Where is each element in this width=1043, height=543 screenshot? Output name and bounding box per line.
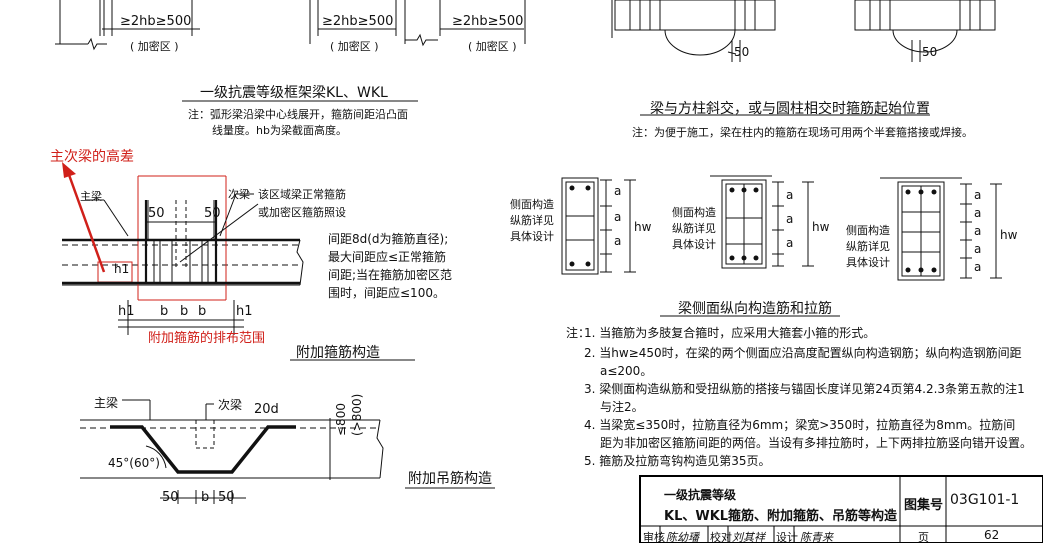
red-annotation-stirrup-range: 附加箍筋的排布范围 xyxy=(148,331,266,346)
section-title: 一级抗震等级框架梁KL、WKL xyxy=(200,85,388,101)
dim-a: a xyxy=(786,236,794,250)
secondary-beam-label: 次梁 xyxy=(228,188,250,201)
side-bar-note: 侧面构造 xyxy=(672,206,716,219)
dim-a: a xyxy=(974,260,982,274)
dense-zone-label: ( 加密区 ) xyxy=(468,40,517,53)
dim-label: 20d xyxy=(254,402,279,417)
main-beam-label: 主梁 xyxy=(94,396,119,410)
dim-label: b xyxy=(201,490,210,505)
dim-a: a xyxy=(786,188,794,202)
dim-label: 50 xyxy=(734,45,750,59)
main-beam-label: 主梁 xyxy=(80,190,102,203)
dim-a: a xyxy=(974,242,982,256)
dim-h1-left: h1 xyxy=(118,304,135,319)
dim-a: a xyxy=(974,188,982,202)
note-text: 注：为便于施工，梁在柱内的箍筋在现场可用两个半套箍搭接或焊接。 xyxy=(632,126,973,139)
note-item: 3. 梁侧面构造纵筋和受扭纵筋的搭接与锚固长度详见第24页第4.2.3条第五款的… xyxy=(584,382,1025,396)
note-text: 线量度。hb为梁截面高度。 xyxy=(212,124,347,137)
section-title: 附加箍筋构造 xyxy=(296,345,380,361)
atlas-label: 图集号 xyxy=(904,498,944,513)
notes-header: 注： xyxy=(566,326,591,340)
dim-label: ≥2hb≥500 xyxy=(452,14,524,29)
review-label: 审核 xyxy=(643,531,665,543)
spacing-note: 围时，间距应≤100。 xyxy=(328,286,445,300)
area-note: 该区域梁正常箍筋 xyxy=(258,188,346,201)
secondary-beam-label: 次梁 xyxy=(218,398,243,412)
side-bar-note: 纵筋详见 xyxy=(510,214,554,227)
h1-mark: h1 xyxy=(114,262,130,276)
dim-label: 50 xyxy=(162,490,179,505)
design-label: 设计 xyxy=(776,531,798,543)
dim-label: 50 xyxy=(148,206,165,221)
dim-label: 50 xyxy=(218,490,235,505)
section-title: 梁与方柱斜交，或与圆柱相交时箍筋起始位置 xyxy=(650,101,930,117)
dim-label: ≥2hb≥500 xyxy=(322,14,394,29)
side-bar-note: 具体设计 xyxy=(672,238,716,251)
dim-a: a xyxy=(614,184,622,198)
review-signature: 陈幼璠 xyxy=(666,531,699,543)
dim-label: 50 xyxy=(922,45,938,59)
check-signature: 刘其祥 xyxy=(732,531,765,543)
title-block-line2: KL、WKL箍筋、附加箍筋、吊筋等构造 xyxy=(664,509,898,524)
side-bar-note: 纵筋详见 xyxy=(672,222,716,235)
side-bar-note: 纵筋详见 xyxy=(846,240,890,253)
dim-a: a xyxy=(614,234,622,248)
note-item: 2. 当hw≥450时，在梁的两个侧面应沿高度配置纵向构造钢筋；纵向构造钢筋间距 xyxy=(584,346,1022,360)
dim-h1-right: h1 xyxy=(236,304,253,319)
section-title: 附加吊筋构造 xyxy=(408,471,492,487)
dim-label: (>800) xyxy=(350,393,364,436)
section-title: 梁侧面纵向构造筋和拉筋 xyxy=(678,301,832,317)
side-bar-note: 具体设计 xyxy=(510,230,554,243)
dim-label: 50 xyxy=(204,206,221,221)
check-label: 校对 xyxy=(710,531,732,543)
dim-hw: hw xyxy=(812,220,830,234)
dim-a: a xyxy=(786,212,794,226)
dim-a: a xyxy=(974,224,982,238)
red-annotation-height-diff: 主次梁的高差 xyxy=(50,149,134,165)
design-signature: 陈青来 xyxy=(800,531,833,543)
dim-b: b xyxy=(180,304,189,319)
spacing-note: 间距8d(d为箍筋直径); xyxy=(328,232,449,246)
dim-a: a xyxy=(974,206,982,220)
dim-hw: hw xyxy=(634,220,652,234)
page-number: 62 xyxy=(984,528,1000,542)
dim-label: ≥2hb≥500 xyxy=(120,14,192,29)
spacing-note: 间距;当在箍筋加密区范 xyxy=(328,268,453,282)
note-item: 距为非加密区箍筋间距的两倍。当设有多排拉筋时，上下两排拉筋竖向错开设置。 xyxy=(600,436,1033,450)
spacing-note: 最大间距应≤正常箍筋 xyxy=(328,250,447,264)
area-note: 或加密区箍筋照设 xyxy=(258,206,346,219)
note-item: 5. 箍筋及拉筋弯钩构造见第35页。 xyxy=(584,454,771,468)
dense-zone-label: ( 加密区 ) xyxy=(130,40,179,53)
dim-b: b xyxy=(160,304,169,319)
note-item: 1. 当箍筋为多肢复合箍时，应采用大箍套小箍的形式。 xyxy=(584,326,876,340)
note-item: a≤200。 xyxy=(600,364,653,378)
atlas-number: 03G101-1 xyxy=(950,492,1020,508)
dim-hw: hw xyxy=(1000,228,1018,242)
dim-label: ≤800 xyxy=(334,403,348,436)
page-label: 页 xyxy=(918,531,929,543)
dim-b: b xyxy=(198,304,207,319)
note-item: 与注2。 xyxy=(600,400,644,414)
note-text: 注：弧形梁沿梁中心线展开，箍筋间距沿凸面 xyxy=(188,108,408,121)
note-item: 4. 当梁宽≤350时，拉筋直径为6mm；梁宽>350时，拉筋直径为8mm。拉筋… xyxy=(584,418,1016,432)
side-bar-note: 侧面构造 xyxy=(510,198,554,211)
side-bar-note: 侧面构造 xyxy=(846,224,890,237)
side-bar-note: 具体设计 xyxy=(846,256,890,269)
angle-label: 45°(60°) xyxy=(108,456,160,470)
dense-zone-label: ( 加密区 ) xyxy=(330,40,379,53)
dim-a: a xyxy=(614,210,622,224)
title-block-line1: 一级抗震等级 xyxy=(664,488,737,502)
